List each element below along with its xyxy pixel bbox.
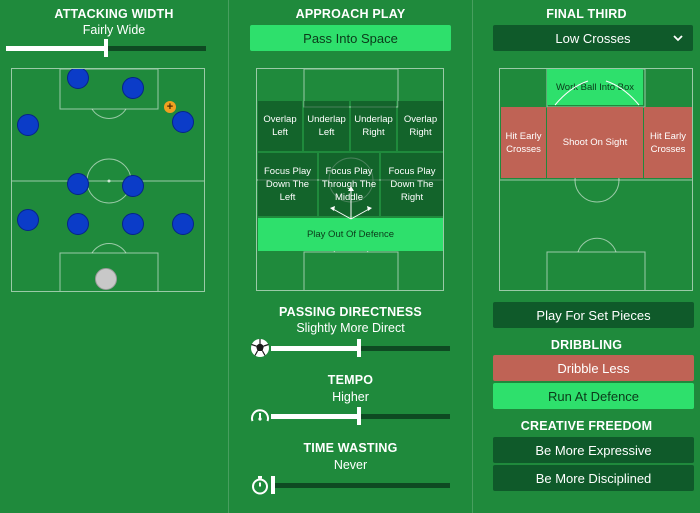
attacking-width-title: ATTACKING WIDTH — [54, 7, 174, 21]
slider-handle[interactable] — [357, 339, 361, 357]
player-striker-left[interactable] — [67, 69, 89, 89]
formation-pitch: + — [11, 68, 205, 292]
dribbling-title: DRIBBLING — [550, 338, 623, 352]
zone-overlap-right[interactable]: Overlap Right — [398, 101, 443, 151]
pitch-markings — [12, 69, 204, 291]
slider-fill — [6, 46, 106, 51]
player-right-winger[interactable] — [172, 111, 194, 133]
final-third-title: FINAL THIRD — [546, 7, 627, 21]
zone-hit-early-crosses-left[interactable]: Hit Early Crosses — [501, 107, 546, 178]
plus-icon[interactable]: + — [164, 101, 176, 113]
zone-overlap-left[interactable]: Overlap Left — [258, 101, 302, 151]
crossing-dropdown[interactable]: Low Crosses — [493, 25, 693, 51]
player-left-winger[interactable] — [17, 114, 39, 136]
tempo-slider[interactable] — [271, 407, 450, 425]
passing-directness-value: Slightly More Direct — [296, 321, 405, 335]
slider-fill — [271, 414, 359, 419]
player-centre-back-right[interactable] — [122, 213, 144, 235]
football-icon — [250, 338, 270, 358]
attacking-width-value: Fairly Wide — [82, 23, 146, 37]
approach-play-pitch: Overlap Left Underlap Left Underlap Righ… — [256, 68, 444, 291]
player-central-mid-right[interactable] — [122, 175, 144, 197]
creative-freedom-title: CREATIVE FREEDOM — [520, 419, 653, 433]
time-wasting-slider[interactable] — [271, 476, 450, 494]
approach-play-panel: APPROACH PLAY Pass Into Space Overlap Le… — [229, 0, 472, 513]
stopwatch-icon — [250, 475, 270, 495]
slider-track — [271, 483, 450, 488]
play-for-set-pieces-button[interactable]: Play For Set Pieces — [493, 302, 694, 328]
slider-handle[interactable] — [357, 407, 361, 425]
tempo-value: Higher — [332, 390, 369, 404]
player-centre-back-left[interactable] — [67, 213, 89, 235]
player-goalkeeper[interactable] — [95, 268, 117, 290]
column-divider-right — [472, 0, 473, 513]
run-at-defence-button[interactable]: Run At Defence — [493, 383, 694, 409]
time-wasting-title: TIME WASTING — [303, 441, 398, 455]
attacking-width-panel: ATTACKING WIDTH Fairly Wide + — [0, 0, 228, 513]
slider-fill — [271, 346, 359, 351]
column-divider-left — [228, 0, 229, 513]
zone-focus-left[interactable]: Focus Play Down The Left — [258, 153, 317, 216]
zone-hit-early-crosses-right[interactable]: Hit Early Crosses — [644, 107, 692, 178]
zone-focus-right[interactable]: Focus Play Down The Right — [381, 153, 443, 216]
final-third-panel: FINAL THIRD Low Crosses Work Ball Into B… — [473, 0, 700, 513]
zone-underlap-left[interactable]: Underlap Left — [304, 101, 349, 151]
player-central-mid-left[interactable] — [67, 173, 89, 195]
dribble-less-button[interactable]: Dribble Less — [493, 355, 694, 381]
tempo-title: TEMPO — [327, 373, 374, 387]
zone-shoot-on-sight[interactable]: Shoot On Sight — [547, 107, 643, 178]
player-striker-right[interactable] — [122, 77, 144, 99]
be-more-disciplined-button[interactable]: Be More Disciplined — [493, 465, 694, 491]
player-left-back[interactable] — [17, 209, 39, 231]
pass-into-space-button[interactable]: Pass Into Space — [250, 25, 451, 51]
chevron-down-icon — [673, 31, 683, 46]
attacking-width-slider[interactable] — [6, 39, 206, 57]
slider-handle[interactable] — [271, 476, 275, 494]
slider-handle[interactable] — [104, 39, 108, 57]
time-wasting-value: Never — [333, 458, 368, 472]
zone-work-ball-into-box[interactable]: Work Ball Into Box — [547, 69, 643, 105]
passing-directness-slider[interactable] — [271, 339, 450, 357]
final-third-pitch: Work Ball Into Box Hit Early Crosses Sho… — [499, 68, 693, 291]
zone-underlap-right[interactable]: Underlap Right — [351, 101, 396, 151]
player-right-back[interactable] — [172, 213, 194, 235]
passing-directness-title: PASSING DIRECTNESS — [279, 305, 422, 319]
zone-focus-middle[interactable]: Focus Play Through The Middle — [319, 153, 379, 216]
approach-play-title: APPROACH PLAY — [295, 7, 406, 21]
speedometer-icon — [250, 406, 270, 426]
crossing-dropdown-value: Low Crosses — [555, 30, 631, 46]
zone-play-out-of-defence[interactable]: Play Out Of Defence — [258, 218, 443, 251]
be-more-expressive-button[interactable]: Be More Expressive — [493, 437, 694, 463]
